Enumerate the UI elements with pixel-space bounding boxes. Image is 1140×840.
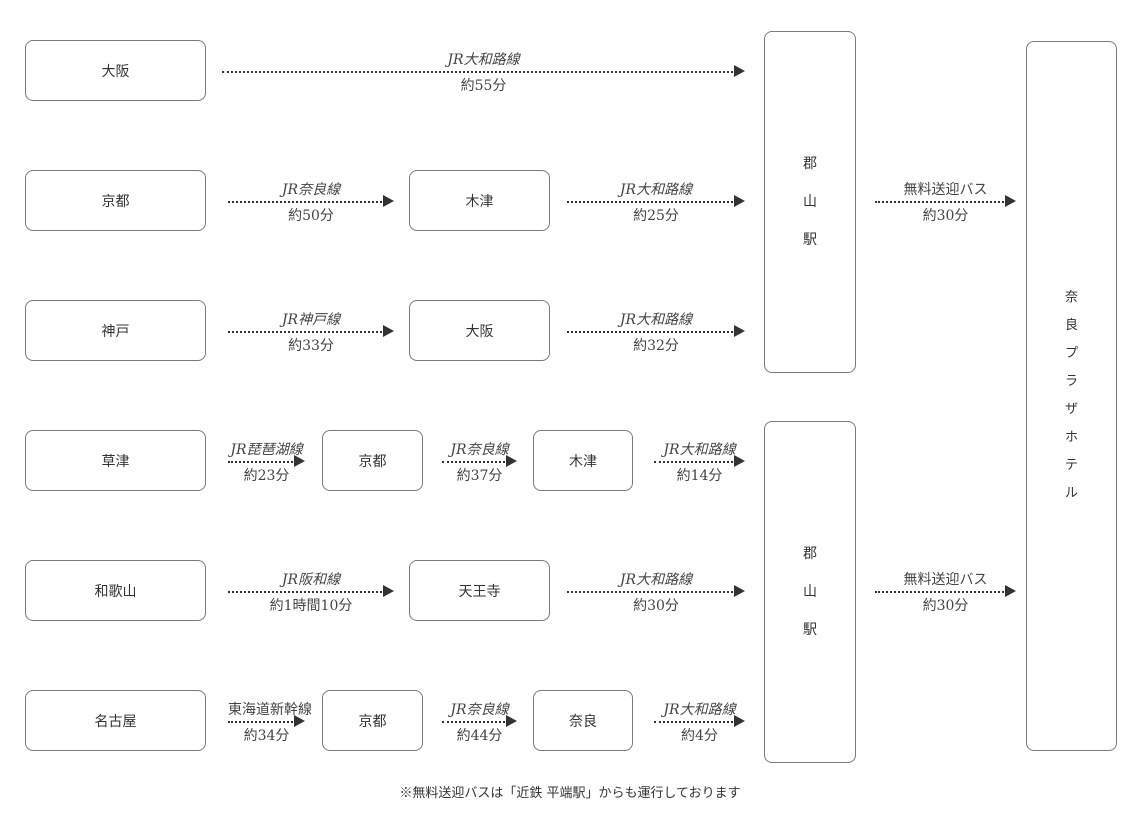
dotted-line xyxy=(228,331,382,333)
arrow-head-icon xyxy=(506,715,517,727)
route-time-label: 約25分 xyxy=(633,208,679,224)
arrow-head-icon xyxy=(734,325,745,337)
arrow-head-icon xyxy=(734,195,745,207)
route-line-label: JR奈良線 xyxy=(450,442,509,458)
route-time-label: 約34分 xyxy=(243,728,290,744)
arrow-head-icon xyxy=(294,715,305,727)
route-line-label: JR大和路線 xyxy=(619,572,693,588)
arrow-head-icon xyxy=(734,455,745,467)
route-line-label: 無料送迎バス xyxy=(903,572,988,588)
dotted-line xyxy=(875,591,1004,593)
dotted-line xyxy=(222,71,733,73)
route-time-label: 約44分 xyxy=(456,728,503,744)
hotel-char: プ xyxy=(1064,346,1078,361)
station-kyoto-mid-2: 京都 xyxy=(322,690,423,751)
route-time-label: 約4分 xyxy=(681,728,718,744)
route-line-label: JR神戸線 xyxy=(281,312,341,328)
dotted-line xyxy=(654,721,733,723)
koriyama-char: 郡 xyxy=(803,156,817,172)
koriyama-station-upper: 郡 山 駅 xyxy=(764,31,856,373)
dotted-line xyxy=(228,591,382,593)
dotted-line xyxy=(567,201,733,203)
hotel-nara-plaza: 奈 良 プ ラ ザ ホ テ ル xyxy=(1026,41,1117,751)
dotted-line xyxy=(228,461,293,463)
route-time-label: 約30分 xyxy=(633,598,679,614)
hotel-char: ラ xyxy=(1064,374,1078,389)
koriyama-char: 郡 xyxy=(803,546,817,562)
station-nara: 奈良 xyxy=(533,690,633,751)
route-time-label: 約32分 xyxy=(633,338,679,354)
arrow-head-icon xyxy=(734,65,745,77)
dotted-line xyxy=(654,461,733,463)
route-time-label: 約30分 xyxy=(922,208,969,224)
route-time-label: 約30分 xyxy=(922,598,969,614)
route-line-label: JR阪和線 xyxy=(281,572,341,588)
station-wakayama-origin: 和歌山 xyxy=(25,560,206,621)
hotel-char: ル xyxy=(1064,486,1078,501)
station-osaka-mid: 大阪 xyxy=(409,300,550,361)
dotted-line xyxy=(228,201,382,203)
route-time-label: 約50分 xyxy=(288,208,334,224)
arrow-head-icon xyxy=(506,455,517,467)
dotted-line xyxy=(442,721,505,723)
koriyama-char: 山 xyxy=(803,194,817,210)
route-time-label: 約1時間10分 xyxy=(269,598,353,614)
station-nagoya-origin: 名古屋 xyxy=(25,690,206,751)
route-time-label: 約23分 xyxy=(243,468,290,484)
arrow-head-icon xyxy=(1005,585,1016,597)
route-line-label: 東海道新幹線 xyxy=(228,702,312,718)
route-line-label: JR大和路線 xyxy=(663,702,736,718)
dotted-line xyxy=(442,461,505,463)
hotel-char: 良 xyxy=(1064,318,1078,333)
footnote: ※無料送迎バスは「近鉄 平端駅」からも運行しております xyxy=(399,786,741,801)
arrow-head-icon xyxy=(734,585,745,597)
station-kobe-origin: 神戸 xyxy=(25,300,206,361)
dotted-line xyxy=(567,331,733,333)
hotel-char: 奈 xyxy=(1064,290,1078,305)
station-kyoto-origin: 京都 xyxy=(25,170,206,231)
route-line-label: JR大和路線 xyxy=(663,442,736,458)
route-line-label: JR大和路線 xyxy=(447,52,520,68)
koriyama-char: 駅 xyxy=(803,232,817,248)
koriyama-char: 駅 xyxy=(803,622,817,638)
dotted-line xyxy=(567,591,733,593)
route-time-label: 約55分 xyxy=(460,78,507,94)
arrow-head-icon xyxy=(383,585,394,597)
route-line-label: JR大和路線 xyxy=(619,312,693,328)
route-line-label: JR奈良線 xyxy=(450,702,509,718)
koriyama-char: 山 xyxy=(803,584,817,600)
dotted-line xyxy=(875,201,1004,203)
station-kyoto-mid: 京都 xyxy=(322,430,423,491)
hotel-char: ザ xyxy=(1064,402,1078,417)
route-line-label: JR琵琶湖線 xyxy=(230,442,303,458)
arrow-head-icon xyxy=(1005,195,1016,207)
station-tennoji: 天王寺 xyxy=(409,560,550,621)
station-kizu: 木津 xyxy=(409,170,550,231)
arrow-head-icon xyxy=(383,195,394,207)
koriyama-station-lower: 郡 山 駅 xyxy=(764,421,856,763)
route-line-label: JR奈良線 xyxy=(281,182,341,198)
station-kizu-2: 木津 xyxy=(533,430,633,491)
hotel-char: テ xyxy=(1064,458,1078,473)
route-time-label: 約37分 xyxy=(456,468,503,484)
arrow-head-icon xyxy=(383,325,394,337)
route-line-label: 無料送迎バス xyxy=(903,182,988,198)
station-osaka-origin: 大阪 xyxy=(25,40,206,101)
dotted-line xyxy=(228,721,293,723)
arrow-head-icon xyxy=(294,455,305,467)
station-kusatsu-origin: 草津 xyxy=(25,430,206,491)
hotel-char: ホ xyxy=(1064,430,1078,445)
route-line-label: JR大和路線 xyxy=(619,182,693,198)
arrow-head-icon xyxy=(734,715,745,727)
route-time-label: 約14分 xyxy=(676,468,723,484)
route-time-label: 約33分 xyxy=(288,338,334,354)
